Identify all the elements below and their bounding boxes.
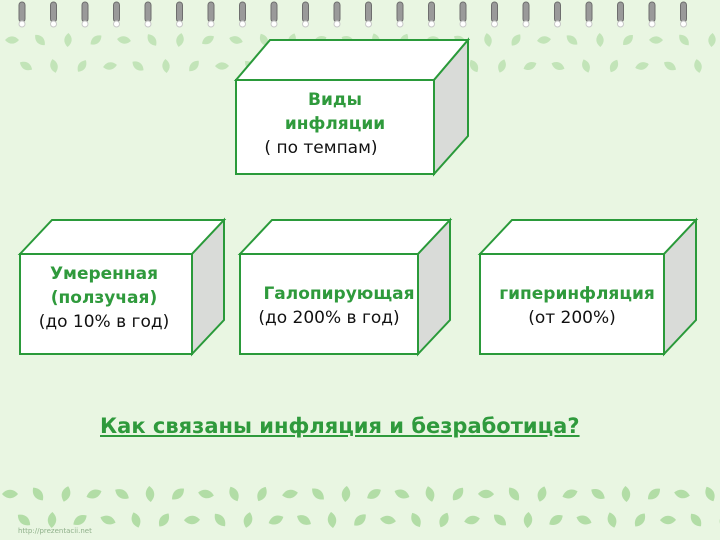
type-name: Галопирующая <box>254 282 424 306</box>
type-name: Умеренная <box>12 262 196 286</box>
type-name: гиперинфляция <box>490 282 664 306</box>
type-label-galloping: Галопирующая (до 200% в год) <box>234 282 424 330</box>
type-rate: (до 200% в год) <box>234 306 424 330</box>
root-subtitle: ( по темпам) <box>208 136 434 160</box>
type-label-hyper: гиперинфляция (от 200%) <box>480 282 664 330</box>
watermark: http://prezentacii.net <box>18 527 92 535</box>
type-rate: (до 10% в год) <box>12 310 196 334</box>
type-label-moderate: Умеренная (ползучая) (до 10% в год) <box>12 262 196 334</box>
root-label: Виды инфляции ( по темпам) <box>236 88 434 160</box>
root-title-line2: инфляции <box>236 112 434 136</box>
type-rate: (от 200%) <box>480 306 664 330</box>
root-title-line1: Виды <box>236 88 434 112</box>
question-link[interactable]: Как связаны инфляция и безработица? <box>100 414 660 438</box>
type-alias: (ползучая) <box>12 286 196 310</box>
